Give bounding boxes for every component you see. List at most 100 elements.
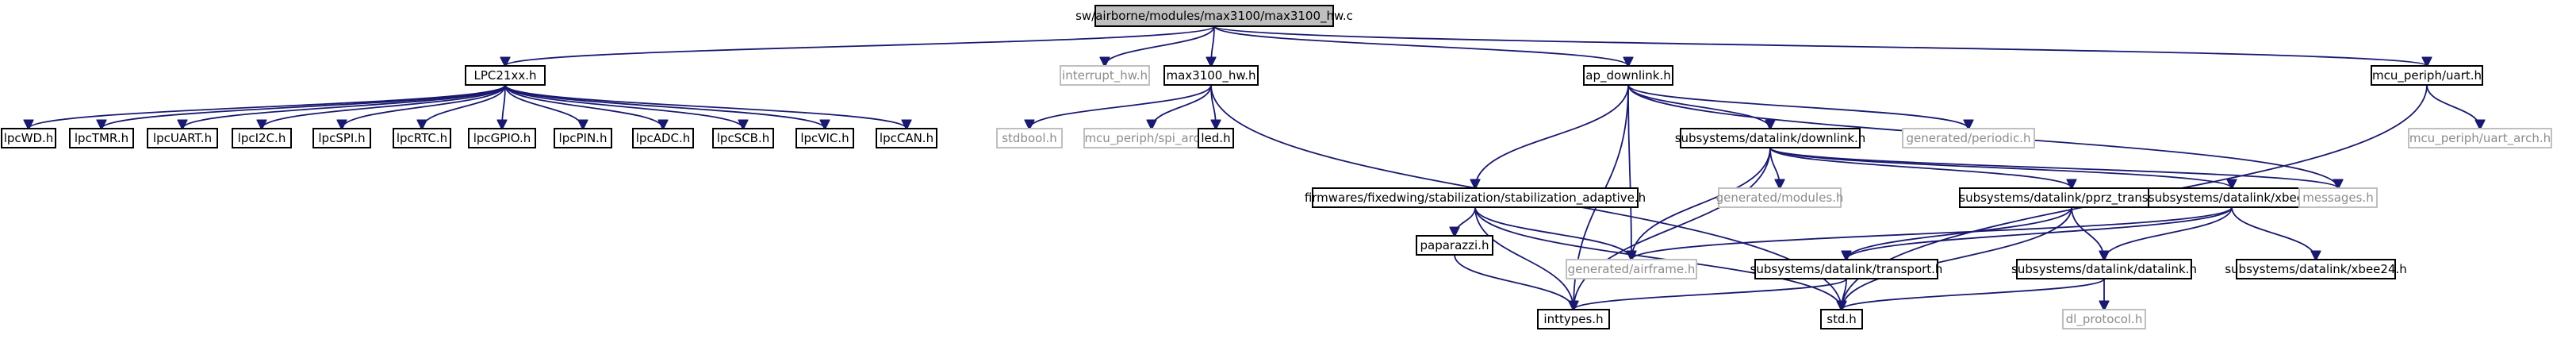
node-label: mcu_periph/spi_arch.h [1084,131,1218,146]
node-box [468,128,536,148]
node-mcu-periph-spi-arch-h: mcu_periph/spi_arch.h [1083,128,1220,148]
edge-downlink-to-xbee [1769,147,2232,188]
node-sw-airborne-modules-max3100-max3100-hw-c[interactable]: sw/airborne/modules/max3100/max3100_hw.c [1075,5,1353,27]
node-inttypes-h[interactable]: inttypes.h [1537,309,1610,329]
edge-ap_downlink-to-periodic [1627,84,1968,129]
node-subsystems-datalink-xbee24-h[interactable]: subsystems/datalink/xbee24.h [2225,259,2407,279]
node-lpcwd-h[interactable]: lpcWD.h [1,128,56,148]
node-label: interrupt_hw.h [1062,68,1148,83]
node-lpcvic-h[interactable]: lpcVIC.h [795,128,854,148]
node-lpcgpio-h[interactable]: lpcGPIO.h [468,128,536,148]
node-subsystems-datalink-datalink-h[interactable]: subsystems/datalink/datalink.h [2011,259,2197,279]
edge-max3100_hw_h-to-stdbool [1029,84,1212,129]
edge-pprz_transport-to-transport [1846,206,2072,260]
node-paparazzi-h[interactable]: paparazzi.h [1416,235,1493,256]
node-stdbool-h: stdbool.h [996,128,1063,148]
node-box [393,128,451,148]
edge-lpc21xx-to-lpccan [504,84,907,129]
node-box [2148,187,2316,208]
edge-lpc21xx-to-lpcpin [504,84,583,129]
node-label: mcu_periph/uart_arch.h [2409,131,2551,146]
edge-xbee-to-transport [1846,206,2233,260]
node-lpcrtc-h[interactable]: lpcRTC.h [393,128,451,148]
node-box [712,128,774,148]
node-lpctmr-h[interactable]: lpcTMR.h [69,128,134,148]
node-box [1680,128,1861,148]
edge-datalink-to-std [1842,278,2105,310]
node-box [1566,259,1697,279]
node-lpcpin-h[interactable]: lpcPIN.h [554,128,612,148]
node-box [1902,128,2035,148]
edge-ap_downlink-to-airframe [1628,84,1631,260]
node-box [147,128,218,148]
dependency-nodes: sw/airborne/modules/max3100/max3100_hw.c… [1,5,2552,329]
edge-stab_adaptive-to-paparazzi [1455,206,1476,236]
node-label: generated/airframe.h [1568,262,1696,276]
edge-ap_downlink-to-stab_adaptive [1475,84,1629,188]
node-max3100-hw-h[interactable]: max3100_hw.h [1163,65,1259,86]
edge-stab_adaptive-to-inttypes [1474,206,1574,310]
node-box [554,128,612,148]
edge-downlink-to-pprz_transport [1769,147,2072,188]
node-label: sw/airborne/modules/max3100/max3100_hw.c [1075,9,1353,24]
node-box [1754,259,1938,279]
edge-lpc21xx-to-lpcspi [342,84,506,129]
node-box [632,128,694,148]
node-label: messages.h [2302,191,2374,205]
edge-xbee-to-airframe [1631,206,2233,260]
node-lpc21xx-h[interactable]: LPC21xx.h [465,65,546,86]
node-lpcscb-h[interactable]: lpcSCB.h [712,128,774,148]
node-generated-periodic-h: generated/periodic.h [1902,128,2035,148]
node-lpcuart-h[interactable]: lpcUART.h [147,128,218,148]
node-label: subsystems/datalink/transport.h [1750,262,1943,276]
node-subsystems-datalink-xbee-h[interactable]: subsystems/datalink/xbee.h [2148,187,2316,208]
node-box [1060,65,1150,86]
edge-lpc21xx-to-lpcrtc [422,84,506,129]
node-std-h[interactable]: std.h [1820,309,1863,329]
node-box [1820,309,1863,329]
node-led-h[interactable]: led.h [1198,128,1234,148]
node-label: subsystems/datalink/downlink.h [1675,131,1866,145]
edge-mcu_uart-to-uart_arch [2426,84,2480,129]
edge-stab_adaptive-to-airframe [1474,206,1631,260]
node-box [795,128,854,148]
node-label: subsystems/datalink/xbee24.h [2225,262,2407,276]
edge-stab_adaptive-to-std [1474,206,1842,310]
edge-lpc21xx-to-lpcvic [504,84,825,129]
node-subsystems-datalink-pprz-transport-h[interactable]: subsystems/datalink/pprz_transport.h [1959,187,2184,208]
node-label: lpcRTC.h [397,131,447,145]
node-box [1198,128,1234,148]
node-box [2298,187,2378,208]
node-lpccan-h[interactable]: lpcCAN.h [876,128,937,148]
node-label: max3100_hw.h [1166,68,1255,83]
edge-pprz_transport-to-std [1842,206,2072,310]
node-lpci2c-h[interactable]: lpcI2C.h [232,128,292,148]
edge-lpc21xx-to-lpcadc [504,84,663,129]
node-box [1416,235,1493,256]
edge-xbee-to-xbee24 [2231,206,2316,260]
edge-lpc21xx-to-lpcscb [504,84,743,129]
edge-lpc21xx-to-lpctmr [102,84,506,129]
edge-pprz_transport-to-datalink [2071,206,2104,260]
node-box [1083,128,1220,148]
node-ap-downlink-h[interactable]: ap_downlink.h [1583,65,1673,86]
node-firmwares-fixedwing-stabilization-stabilization-adaptive-h[interactable]: firmwares/fixedwing/stabilization/stabil… [1305,187,1646,208]
node-label: subsystems/datalink/datalink.h [2011,262,2197,276]
node-box [2062,309,2146,329]
node-subsystems-datalink-transport-h[interactable]: subsystems/datalink/transport.h [1750,259,1943,279]
node-label: lpcCAN.h [880,131,933,145]
edge-downlink-to-gen_modules [1769,147,1780,188]
node-box [1163,65,1259,86]
edge-root-to-max3100_hw_h [1211,25,1214,66]
edge-downlink-to-inttypes [1574,147,1771,310]
node-lpcspi-h[interactable]: lpcSPI.h [312,128,371,148]
node-label: lpcVIC.h [800,131,849,145]
node-mcu-periph-uart-h[interactable]: mcu_periph/uart.h [2371,65,2483,86]
edge-root-to-lpc21xx [505,25,1215,66]
node-interrupt-hw-h: interrupt_hw.h [1060,65,1150,86]
node-box [1,128,56,148]
node-lpcadc-h[interactable]: lpcADC.h [632,128,694,148]
edge-downlink-to-airframe [1631,147,1771,260]
node-subsystems-datalink-downlink-h[interactable]: subsystems/datalink/downlink.h [1675,128,1866,148]
